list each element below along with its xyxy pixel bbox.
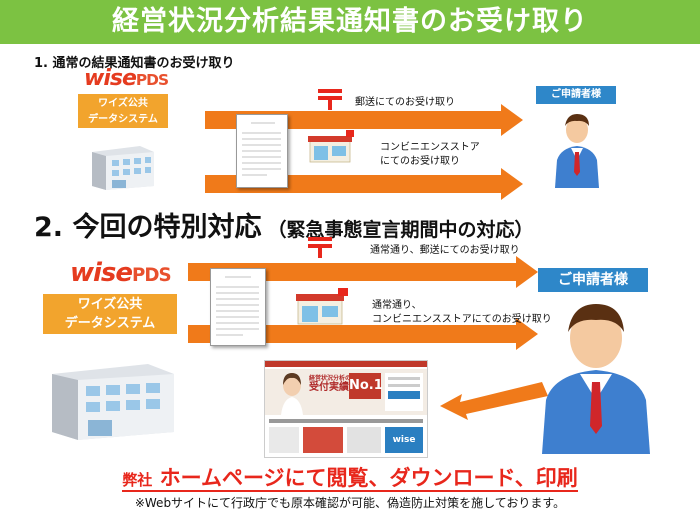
post-office-mark-icon <box>318 89 342 110</box>
website-woman-photo <box>281 373 303 415</box>
website-block-2 <box>303 427 343 453</box>
post-office-mark-icon-2 <box>308 237 332 258</box>
footer-text: ホームページにて閲覧、ダウンロード、印刷 <box>159 466 578 490</box>
convenience-store-icon <box>308 130 354 163</box>
footer-note: ※Webサイトにて行政庁でも原本確認が可能、偽造防止対策を施しております。 <box>134 496 566 510</box>
logo-pds-2: PDS <box>132 265 172 286</box>
website-catch-line2: 受付実績 <box>309 382 349 393</box>
arrow-web-to-applicant <box>440 382 548 420</box>
website-catch-line1: 経営状況分析の <box>309 375 352 382</box>
businessman-icon-large <box>542 304 650 454</box>
system-line2-2: データシステム <box>64 316 156 331</box>
store-label-1-line1: コンビニエンスストア <box>380 142 480 153</box>
store-label-2: 通常通り、 コンビニエンスストアにてのお受け取り <box>372 299 552 327</box>
applicant-box-1: ご申請者様 <box>536 86 616 104</box>
businessman-icon <box>555 114 599 188</box>
system-line1-2: ワイズ公共 <box>77 297 143 312</box>
website-wise-logo: wise <box>385 427 423 453</box>
footer-main: 弊社 ホームページにて閲覧、ダウンロード、印刷 <box>0 462 700 492</box>
convenience-store-icon-2 <box>296 288 348 325</box>
notice-document-2 <box>210 268 266 346</box>
section2-heading: 2. 今回の特別対応（緊急事態宣言期間中の対応） <box>34 205 533 244</box>
store-label-1-line2: にてのお受け取り <box>380 156 460 167</box>
logo-wise: wise <box>84 66 137 91</box>
office-building-icon-large <box>52 364 174 440</box>
system-line1: ワイズ公共 <box>98 98 148 109</box>
mail-label-1: 郵送にてのお受け取り <box>355 97 455 108</box>
logo-wise-2: wise <box>70 258 133 288</box>
title-bar <box>0 0 700 44</box>
office-building-icon <box>92 146 154 190</box>
store-label-1: コンビニエンスストア にてのお受け取り <box>380 141 480 169</box>
system-line2: データシステム <box>88 114 158 125</box>
footer-prefix: 弊社 <box>122 471 153 489</box>
website-catch: 経営状況分析の 受付実績 <box>309 375 351 394</box>
section2-title: 2. 今回の特別対応 <box>34 212 262 243</box>
website-header-bar <box>265 361 427 367</box>
website-block-3 <box>347 427 381 453</box>
section1-heading: 1. 通常の結果通知書のお受け取り <box>34 56 235 71</box>
mail-label-2: 通常通り、郵送にてのお受け取り <box>370 245 520 256</box>
page-title: 経営状況分析結果通知書のお受け取り <box>112 6 588 37</box>
website-screenshot: 経営状況分析の 受付実績 No.1 wise <box>264 360 428 458</box>
website-no1-badge: No.1 <box>349 373 383 399</box>
applicant-box-2: ご申請者様 <box>538 268 648 292</box>
system-box-1: ワイズ公共 データシステム <box>78 94 168 128</box>
arrow-mail-2 <box>188 256 538 288</box>
wisepds-logo-1: wisePDS <box>84 66 169 91</box>
section2-subtitle: （緊急事態宣言期間中の対応） <box>267 219 534 241</box>
notice-document-1 <box>236 114 288 188</box>
wisepds-logo-2: wisePDS <box>70 258 172 288</box>
store-label-2-line2: コンビニエンスストアにてのお受け取り <box>372 314 552 325</box>
system-box-2: ワイズ公共 データシステム <box>43 294 177 334</box>
website-nav-bar <box>269 419 423 423</box>
store-label-2-line1: 通常通り、 <box>372 300 422 311</box>
logo-pds: PDS <box>135 71 169 89</box>
arrow-store-2 <box>188 318 538 350</box>
website-block-1 <box>269 427 299 453</box>
website-side-panel <box>385 373 423 411</box>
